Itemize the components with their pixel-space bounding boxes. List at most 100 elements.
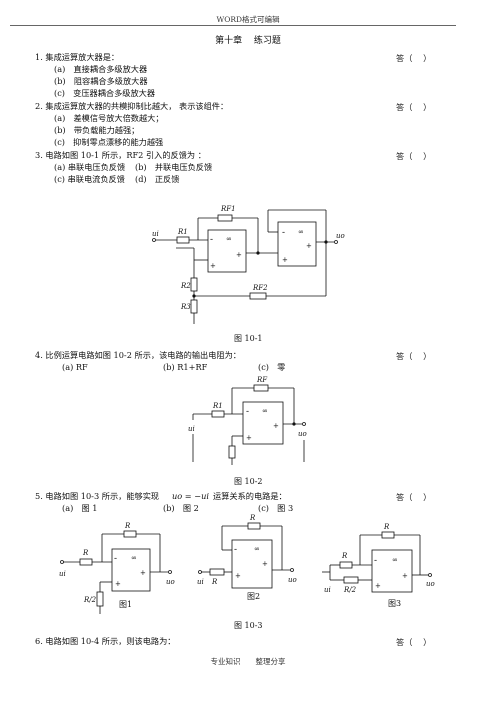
- question-5-stem-tail: 运算关系的电路是：: [213, 491, 287, 501]
- sub-caption-1: 图1: [119, 600, 132, 609]
- figure-10-3-caption: 图 10-3: [234, 621, 263, 630]
- svg-text:+: +: [402, 572, 408, 580]
- question-5-option-a: (a) 图 1: [62, 503, 98, 513]
- answer-blank-3: 答（ ）: [396, 151, 432, 161]
- label-r: R: [341, 552, 348, 560]
- answer-blank-2: 答（ ）: [396, 102, 432, 112]
- figure-10-1-caption: 图 10-1: [234, 334, 263, 343]
- question-2-option-b: (b) 带负载能力越强；: [54, 125, 140, 135]
- svg-text:+: +: [306, 242, 312, 250]
- svg-text:+: +: [262, 560, 268, 568]
- question-3-stem: 3. 电路如图 10-1 所示，RF2 引入的反馈为 ：: [35, 150, 206, 160]
- label-uo: uo: [166, 578, 175, 586]
- label-rf: RF: [256, 376, 268, 384]
- svg-text:-: -: [114, 554, 117, 564]
- sub-caption-3: 图3: [388, 599, 401, 608]
- question-4-option-b: (b) R1+RF: [163, 362, 208, 372]
- question-4-option-c: (c) 零: [258, 362, 286, 372]
- label-ui: ui: [197, 578, 204, 586]
- label-r: R: [383, 523, 390, 531]
- svg-text:-: -: [210, 235, 213, 245]
- label-r1: R1: [212, 402, 223, 410]
- svg-text:+: +: [246, 434, 252, 442]
- opamp-gain: ∞: [131, 554, 137, 562]
- opamp-2-gain: ∞: [298, 228, 304, 236]
- output-terminal: [302, 422, 306, 426]
- svg-text:-: -: [282, 228, 285, 238]
- output-terminal: [334, 240, 338, 244]
- opamp-gain: ∞: [262, 407, 268, 415]
- question-2-stem: 2. 集成运算放大器的共模抑制比越大， 表示该组件：: [35, 101, 229, 111]
- svg-text:+: +: [282, 256, 288, 264]
- label-r-half: R/2: [83, 596, 97, 604]
- opamp-1-gain: ∞: [226, 235, 232, 243]
- svg-text:+: +: [235, 572, 241, 580]
- answer-blank-4: 答（ ）: [396, 351, 432, 361]
- label-r1: R1: [177, 228, 188, 236]
- svg-text:+: +: [115, 580, 121, 588]
- question-1-stem: 1. 集成运算放大器是：: [35, 52, 120, 62]
- label-r: R: [211, 578, 218, 586]
- svg-text:+: +: [273, 422, 279, 430]
- label-ui: ui: [324, 586, 331, 594]
- question-1-option-a: (a) 直接耦合多级放大器: [54, 64, 148, 74]
- question-3-option-b: (b) 并联电压负反馈: [135, 162, 213, 172]
- opamp-gain: ∞: [254, 545, 260, 553]
- figure-10-2-caption: 图 10-2: [234, 477, 263, 486]
- question-4-option-a: (a) RF: [62, 362, 88, 372]
- question-2-option-a: (a) 差模信号放大倍数越大；: [54, 113, 164, 123]
- question-5-option-c: (c) 图 3: [258, 503, 294, 513]
- answer-blank-1: 答（ ）: [396, 53, 432, 63]
- label-ui: ui: [188, 425, 195, 433]
- label-rf1: RF1: [220, 205, 236, 213]
- page-title: 第十章 练习题: [215, 36, 281, 46]
- question-6-stem: 6. 电路如图 10-4 所示，则该电路为：: [35, 636, 176, 646]
- label-r: R: [82, 549, 89, 557]
- label-r3: R3: [180, 303, 191, 311]
- input-terminal: [152, 238, 156, 242]
- question-1-option-b: (b) 阻容耦合多级放大器: [54, 76, 148, 86]
- circuit-1: [60, 530, 172, 614]
- opamp-2: [277, 221, 317, 267]
- label-ui: ui: [152, 230, 159, 238]
- page-footer: 专业知识 整理分享: [210, 657, 286, 666]
- opamp-1: [207, 229, 247, 273]
- question-5-option-b: (b) 图 2: [163, 503, 199, 513]
- question-1-option-c: (c) 变压器耦合多级放大器: [54, 88, 156, 98]
- svg-text:+: +: [140, 569, 146, 577]
- question-5-stem: 5. 电路如图 10-3 所示，能够实现: [35, 491, 160, 501]
- label-r: R: [124, 522, 131, 530]
- question-3-option-c: (c) 串联电流负反馈: [54, 174, 125, 184]
- label-r2: R2: [180, 282, 191, 290]
- question-3-option-a: (a) 串联电压负反馈: [54, 162, 126, 172]
- question-2-option-c: (c) 抑制零点漂移的能力越强: [54, 137, 164, 147]
- label-r-half: R/2: [343, 586, 357, 594]
- label-uo: uo: [426, 580, 435, 588]
- sub-caption-2: 图2: [247, 592, 260, 601]
- svg-text:-: -: [374, 556, 377, 566]
- svg-text:-: -: [234, 545, 237, 555]
- question-4-stem: 4. 比例运算电路如图 10-2 所示，该电路的输出电阻为：: [35, 350, 241, 360]
- header-rule: [10, 25, 456, 26]
- label-uo: uo: [288, 576, 297, 584]
- label-uo: uo: [298, 430, 307, 438]
- svg-text:+: +: [375, 582, 381, 590]
- opamp: [242, 401, 284, 445]
- question-3-option-d: (d) 正反馈: [135, 174, 180, 184]
- answer-blank-5: 答（ ）: [396, 492, 432, 502]
- question-5-relation: uo = −ui: [172, 491, 210, 501]
- label-r: R: [249, 514, 256, 522]
- label-uo: uo: [336, 232, 345, 240]
- opamp-gain: ∞: [392, 556, 398, 564]
- svg-text:+: +: [210, 262, 216, 270]
- svg-text:-: -: [246, 407, 249, 417]
- svg-text:+: +: [236, 251, 242, 259]
- circuit-2: [198, 522, 294, 589]
- circuit-3: [322, 531, 432, 593]
